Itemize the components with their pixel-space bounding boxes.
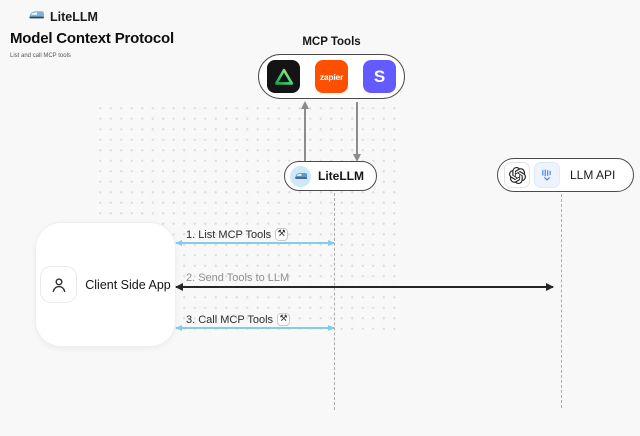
openai-icon — [504, 162, 530, 188]
step-1-text: 1. List MCP Tools — [186, 228, 272, 241]
arrow-litellm-to-mcp — [301, 101, 308, 161]
step-3-label: 3. Call MCP Tools ⚒ — [186, 313, 291, 326]
step-3-arrow — [175, 324, 335, 331]
client-side-app-node: Client Side App — [35, 222, 176, 347]
step-2-text: 2. Send Tools to LLM — [186, 272, 290, 284]
litellm-node-label: LiteLLM — [318, 169, 364, 183]
step-1-label: 1. List MCP Tools ⚒ — [186, 228, 289, 241]
person-icon — [40, 266, 78, 303]
tools-icon: ⚒ — [275, 228, 289, 241]
stripe-icon: S — [363, 60, 396, 93]
litellm-train-icon — [290, 165, 311, 187]
client-node-label: Client Side App — [85, 277, 171, 292]
step-3-text: 3. Call MCP Tools — [186, 313, 274, 326]
page-subtitle: List and call MCP tools — [10, 53, 71, 59]
stripe-letter: S — [373, 66, 386, 86]
mcp-tools-label: MCP Tools — [302, 36, 361, 48]
litellm-lifeline — [334, 193, 335, 410]
page-title: Model Context Protocol — [10, 30, 174, 47]
llm-provider-icon — [534, 162, 560, 188]
llm-api-node: LLM API — [497, 158, 634, 192]
litellm-train-icon — [28, 8, 45, 26]
triangle-tool-icon — [267, 60, 300, 93]
llm-api-lifeline — [561, 194, 562, 408]
brand: LiteLLM — [28, 8, 98, 26]
step-2-arrow — [175, 283, 554, 291]
step-2-label: 2. Send Tools to LLM — [186, 272, 289, 284]
step-1-arrow — [175, 239, 335, 246]
litellm-node: LiteLLM — [284, 161, 377, 191]
brand-name: LiteLLM — [50, 10, 98, 24]
arrow-mcp-to-litellm — [353, 102, 360, 162]
mcp-tools-node: zapier S — [258, 54, 405, 99]
zapier-icon: zapier — [315, 60, 348, 93]
llm-api-node-label: LLM API — [570, 168, 616, 182]
tools-icon: ⚒ — [277, 313, 291, 326]
zapier-wordmark: zapier — [319, 71, 344, 82]
